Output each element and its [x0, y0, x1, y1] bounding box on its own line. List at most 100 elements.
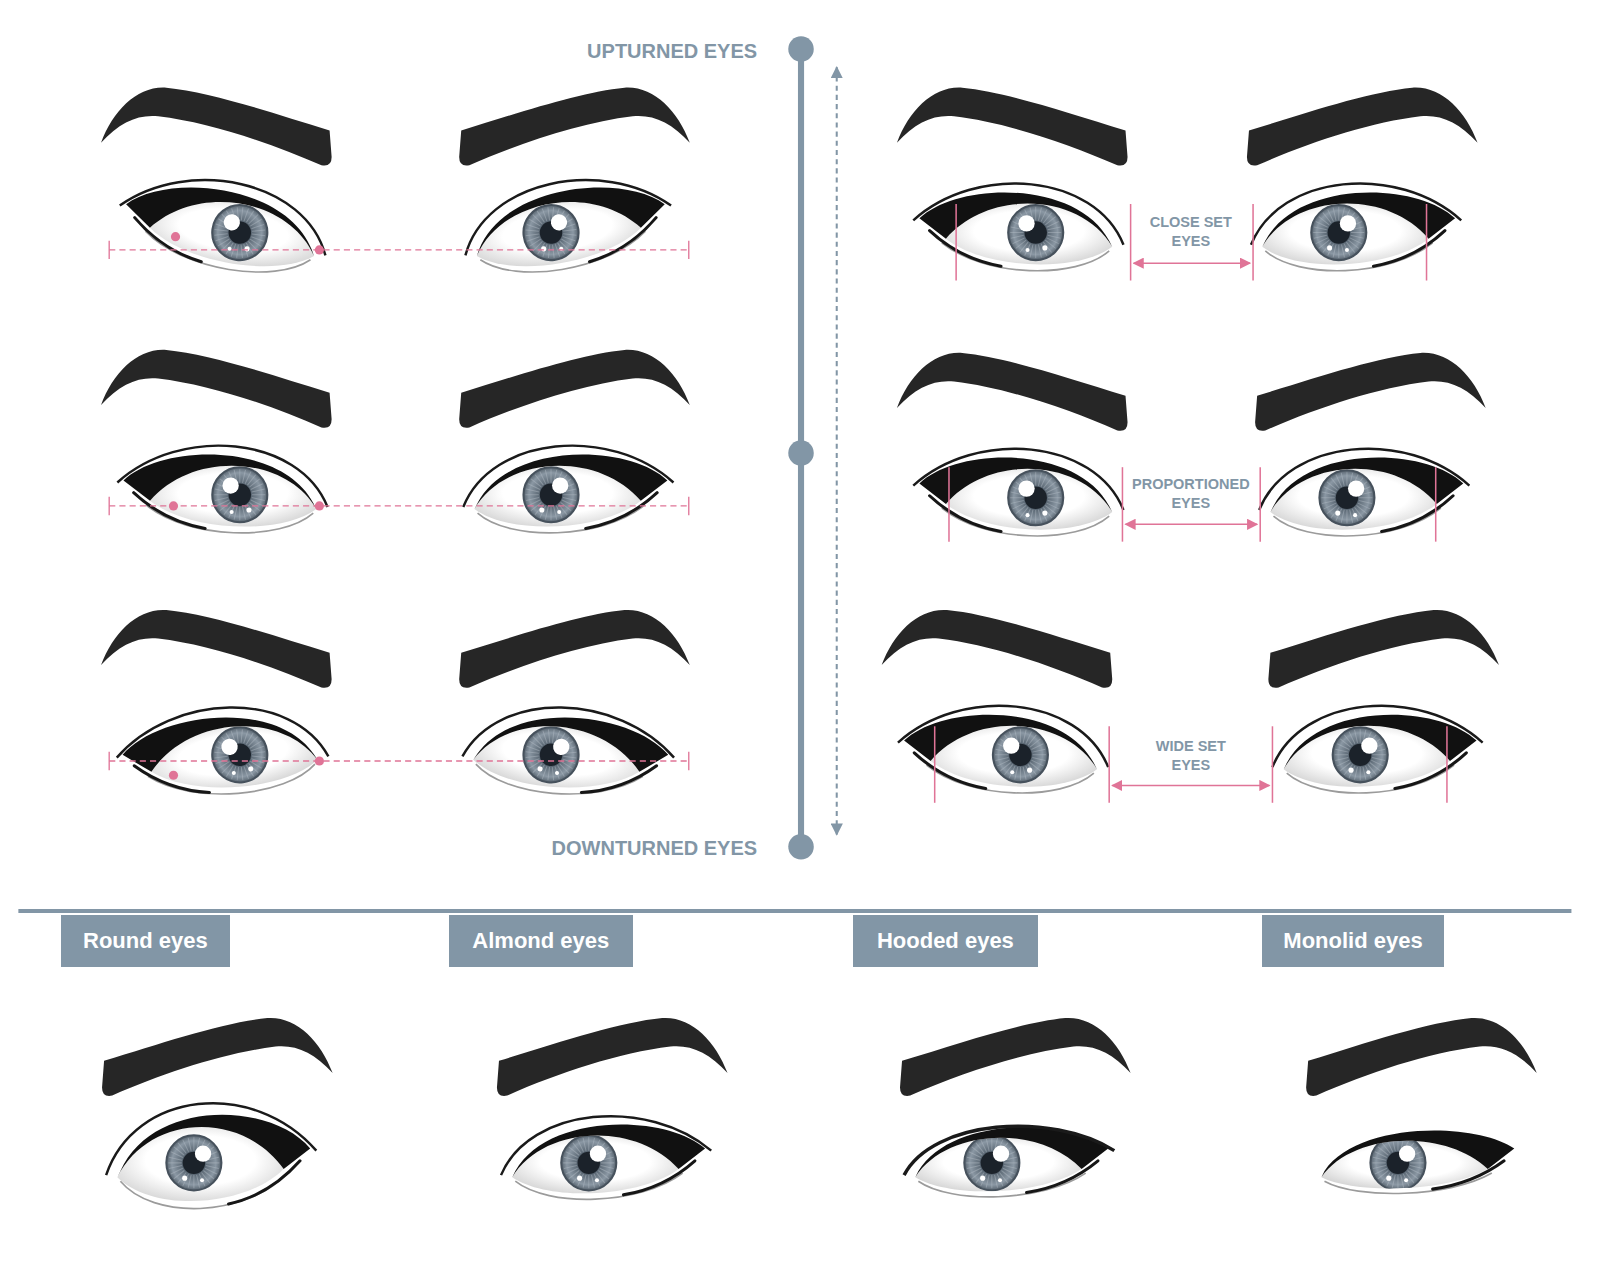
highlight: [552, 477, 568, 493]
iris-fibre: [1020, 767, 1021, 780]
iris-fibre: [188, 1138, 191, 1151]
iris-fibre: [252, 234, 265, 236]
highlight: [1327, 245, 1332, 250]
iris-fibre: [1038, 208, 1041, 221]
iris-fibre: [1338, 207, 1339, 220]
measure-line: [1259, 467, 1261, 541]
lower-lid: [1324, 1173, 1491, 1193]
iris-fibre: [548, 767, 550, 780]
iris: [1333, 727, 1388, 782]
iris-fibre: [1032, 758, 1045, 761]
eye-figure: [101, 88, 333, 282]
iris-fibre: [526, 755, 539, 760]
iris-fibre: [563, 497, 576, 500]
highlight: [557, 510, 561, 514]
iris-disc: [209, 202, 270, 263]
iris-fibre: [1328, 210, 1334, 222]
lower-lid: [479, 231, 649, 279]
iris-fibre: [252, 494, 265, 495]
highlight: [195, 1146, 211, 1162]
iris-fibre: [244, 208, 249, 221]
eyelid-crease: [913, 184, 1123, 245]
iris-fibre: [601, 1166, 614, 1169]
lower-liner: [586, 493, 657, 529]
iris-fibre: [1023, 730, 1026, 743]
highlight: [232, 771, 237, 776]
highlight: [220, 738, 238, 756]
upper-liner: [470, 179, 668, 257]
eye-figure: [1306, 1018, 1537, 1194]
highlight: [230, 510, 234, 514]
iris-disc: [1319, 470, 1374, 525]
iris-fibre: [168, 1162, 181, 1163]
eye: [459, 695, 678, 807]
iris-fibre: [588, 1175, 589, 1188]
highlight: [998, 1178, 1002, 1182]
iris-fibre: [1346, 510, 1347, 523]
tab-label: Almond eyes: [472, 928, 609, 954]
eyebrow: [102, 1018, 333, 1096]
eye: [1321, 1131, 1514, 1194]
iris-fibre: [1355, 767, 1358, 780]
eye-figure: [900, 1018, 1131, 1197]
iris-fibre: [171, 1168, 183, 1174]
iris-fibre: [1352, 509, 1358, 521]
highlight: [552, 738, 570, 756]
iris-fibre: [1025, 244, 1031, 256]
iris-fibre: [1372, 754, 1385, 755]
iris-fibre: [239, 507, 240, 520]
iris-fibre: [183, 1140, 189, 1152]
measure-line: [1446, 726, 1448, 803]
highlight: [222, 477, 238, 493]
iris-fibre: [1397, 1175, 1398, 1188]
distance-arrow: [1112, 785, 1269, 787]
iris-fibre: [169, 1166, 182, 1169]
eyebrow: [897, 88, 1128, 166]
iris-fibre: [564, 1166, 577, 1169]
iris-fibre: [1366, 766, 1372, 778]
iris: [1008, 205, 1063, 260]
highlight: [1366, 770, 1370, 774]
eye-figure: [1247, 88, 1478, 271]
iris-fibre: [553, 730, 555, 743]
eye: [106, 1103, 316, 1208]
iris-fibre: [526, 228, 539, 233]
iris-fibre: [996, 758, 1009, 761]
iris-fibre: [1010, 232, 1023, 233]
lower-liner: [134, 493, 205, 529]
highlight: [1361, 738, 1377, 754]
iris-fibre: [1351, 232, 1364, 233]
iris-fibre: [241, 767, 243, 780]
eyebrow: [1268, 610, 1499, 688]
spacing-label: WIDE SET EYES: [1144, 737, 1238, 775]
eyebrow: [1247, 88, 1478, 166]
iris-fibre: [547, 245, 552, 258]
eye-figure: [102, 1018, 333, 1209]
iris-fibre: [1033, 754, 1046, 755]
iris-fibre: [991, 1175, 992, 1188]
eyelid-crease: [117, 169, 333, 255]
iris-fibre: [1410, 1166, 1423, 1169]
iris-fibre: [214, 756, 227, 758]
iris-fibre: [1410, 1162, 1423, 1163]
eye-figure: [1268, 610, 1499, 793]
lower-liner: [930, 231, 1001, 267]
iris-fibre: [1351, 235, 1364, 238]
iris-fibre: [1333, 245, 1336, 258]
eyelid-crease: [106, 1103, 316, 1175]
iris: [1370, 1135, 1425, 1190]
eye: [114, 169, 333, 281]
iris-fibre: [1349, 732, 1355, 744]
iris-fibre: [545, 507, 548, 520]
upper-liner: [119, 706, 317, 784]
corner-dot: [171, 232, 180, 241]
lower-liner: [229, 1161, 300, 1204]
upper-liner: [1321, 1131, 1514, 1178]
measure-line: [1252, 204, 1254, 281]
eye-figure: [497, 1018, 728, 1199]
iris-fibre: [561, 238, 572, 247]
lower-lid: [918, 1173, 1085, 1197]
eyelid-crease: [1259, 449, 1469, 510]
iris-fibre: [1047, 238, 1059, 244]
highlight: [537, 766, 543, 772]
